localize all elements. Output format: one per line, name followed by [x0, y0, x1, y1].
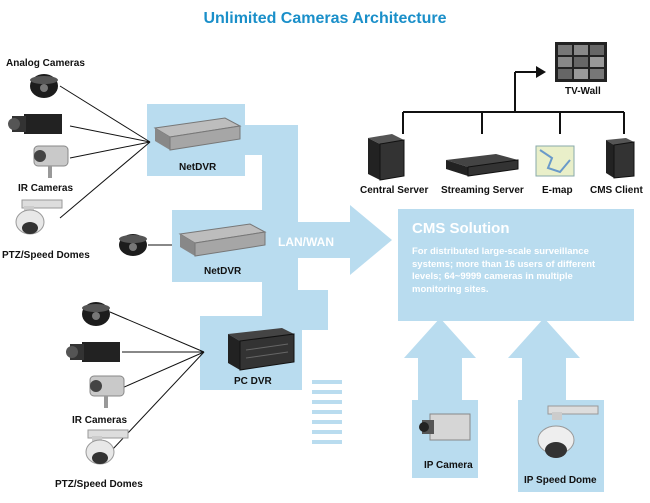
- page-title: Unlimited Cameras Architecture: [203, 10, 447, 27]
- ip-dome-arrow: [508, 318, 580, 400]
- label-ptz-top: PTZ/Speed Domes: [2, 250, 90, 261]
- label-ir-cameras-top: IR Cameras: [18, 183, 74, 194]
- ip-camera-icon: [419, 413, 471, 441]
- fade-stripes: [312, 380, 342, 444]
- netdvr-2-icon: [178, 223, 267, 257]
- label-netdvr-2: NetDVR: [204, 266, 242, 277]
- label-analog-cameras: Analog Cameras: [6, 58, 85, 69]
- ptz-dome-2-icon: [85, 429, 129, 465]
- dome-camera-icon: [119, 234, 147, 256]
- label-netdvr-1: NetDVR: [179, 162, 217, 173]
- analog-dome-camera-2-icon: [82, 302, 110, 326]
- ir-camera-2-icon: [89, 375, 125, 408]
- cms-box: [398, 209, 634, 321]
- cms-client-icon: [606, 138, 635, 179]
- box-camera-2-icon: [66, 342, 120, 362]
- cms-solution-title: CMS Solution: [412, 220, 510, 237]
- label-ptz-bottom: PTZ/Speed Domes: [55, 479, 143, 490]
- label-tv-wall: TV-Wall: [565, 86, 601, 97]
- ip-camera-arrow: [404, 318, 476, 400]
- tv-wall-arrowhead: [536, 66, 546, 78]
- label-e-map: E-map: [542, 185, 573, 196]
- netdvr1-connector: [245, 125, 265, 155]
- label-streaming-server: Streaming Server: [441, 185, 524, 196]
- tv-wall-bus: [402, 71, 625, 134]
- label-ip-camera: IP Camera: [424, 460, 473, 471]
- trunk-lower: [298, 290, 328, 330]
- streaming-server-icon: [446, 154, 519, 177]
- label-central-server: Central Server: [360, 185, 429, 196]
- label-cms-client: CMS Client: [590, 185, 643, 196]
- label-pc-dvr: PC DVR: [234, 376, 272, 387]
- lan-wan-arrow: [262, 205, 392, 275]
- pc-dvr-icon: [228, 328, 295, 371]
- netdvr-1-icon: [153, 117, 242, 151]
- cms-solution-description: For distributed large-scale surveillance…: [412, 246, 596, 295]
- flow-regions: [147, 104, 634, 492]
- central-server-icon: [368, 134, 405, 181]
- box-camera-icon: [8, 114, 62, 134]
- label-ir-cameras-bottom: IR Cameras: [72, 415, 128, 426]
- ir-camera-icon: [33, 145, 69, 178]
- label-lan-wan: LAN/WAN: [278, 235, 334, 249]
- tv-wall-icon: [555, 42, 607, 82]
- label-ip-speed-dome: IP Speed Dome: [524, 475, 597, 486]
- analog-dome-camera-icon: [30, 74, 58, 98]
- ip-speed-dome-icon: [537, 405, 599, 458]
- e-map-icon: [535, 145, 575, 177]
- ptz-dome-icon: [15, 199, 63, 235]
